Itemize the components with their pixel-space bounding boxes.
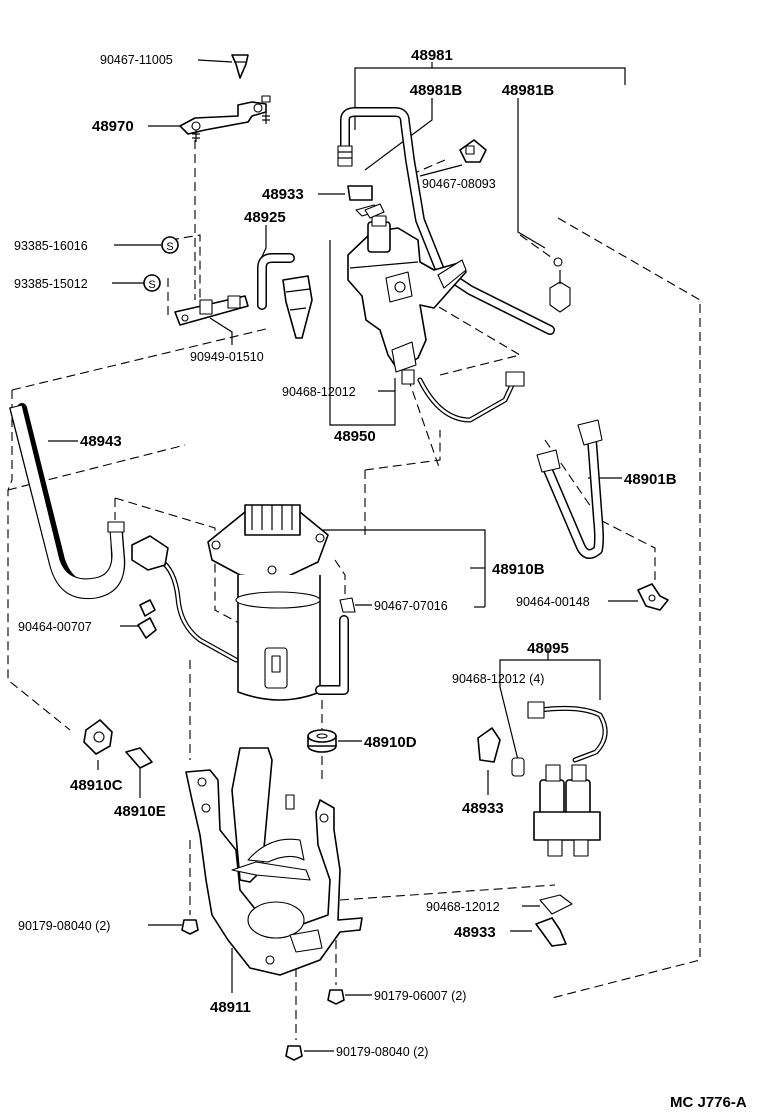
diagram-code: MC J776-A [670,1094,747,1111]
clip-symbol-16016: S [166,241,173,253]
label-48911: 48911 [210,999,251,1016]
part-labels: 48981 48981B 48981B 90467-11005 48970 48… [14,47,747,1111]
label-48910C: 48910C [70,777,123,794]
label-90468-12012-bot: 90468-12012 [426,900,500,914]
label-48910B: 48910B [492,561,545,578]
label-48950: 48950 [334,428,376,445]
clip-90468-12012-bottom [539,894,573,915]
nut-90179-06007 [327,989,345,1005]
clip-93385-15012: S [143,274,161,292]
air-dryer-48910B [131,504,349,701]
label-48901B: 48901B [624,471,677,488]
label-48981: 48981 [411,47,453,64]
sleeve-48910E [125,747,153,769]
clip-48933-bottom [535,917,567,947]
bracket-48911 [185,747,363,976]
valve-assembly-48095 [527,701,608,857]
label-48925: 48925 [244,209,286,226]
clamp-90949-01510 [174,295,249,326]
label-48910E: 48910E [114,803,166,820]
label-48910D: 48910D [364,734,417,751]
label-93385-16016: 93385-16016 [14,239,88,253]
label-90467-08093: 90467-08093 [422,177,496,191]
clip-90467-08093 [459,139,487,163]
clip-90467-11005 [231,54,249,79]
clip-90467-07016 [339,597,356,613]
label-90467-11005: 90467-11005 [100,53,173,67]
grommet-48910D [307,729,337,753]
label-90467-07016: 90467-07016 [374,599,448,613]
hose-48925 [257,253,313,339]
clip-90468-12012-top [364,203,385,219]
label-48095: 48095 [527,640,569,657]
clip-93385-16016: S [161,236,179,254]
bracket-48970 [179,95,271,142]
label-90464-00148: 90464-00148 [516,595,590,609]
clip-48933-mid [477,727,525,777]
label-90949-01510: 90949-01510 [190,350,264,364]
nut-90179-08040-b [285,1045,303,1061]
label-90468-12012-top: 90468-12012 [282,385,356,399]
label-90179-06007: 90179-06007 (2) [374,989,466,1003]
clip-symbol-15012: S [148,279,155,291]
label-48970: 48970 [92,118,134,135]
label-48981B-a: 48981B [410,82,463,99]
label-90179-08040-a: 90179-08040 (2) [18,919,110,933]
label-90468-12012-4: 90468-12012 (4) [452,672,544,686]
cushion-48910C [83,719,113,755]
label-48933-top: 48933 [262,186,304,203]
pipe-48981 [337,107,571,335]
label-48933-bot: 48933 [454,924,496,941]
hose-48901B [536,419,604,559]
label-90179-08040-b: 90179-08040 (2) [336,1045,428,1059]
label-48943: 48943 [80,433,122,450]
clamp-90464-00148 [637,583,669,611]
clamp-90464-00707 [137,599,157,639]
label-48933-mid: 48933 [462,800,504,817]
leader-lines [48,59,638,1052]
label-48981B-b: 48981B [502,82,555,99]
label-93385-15012: 93385-15012 [14,277,88,291]
label-90464-00707: 90464-00707 [18,620,92,634]
hose-48943 [9,403,126,600]
nut-90179-08040-a [181,919,199,935]
valve-assembly-48950 [347,215,525,423]
